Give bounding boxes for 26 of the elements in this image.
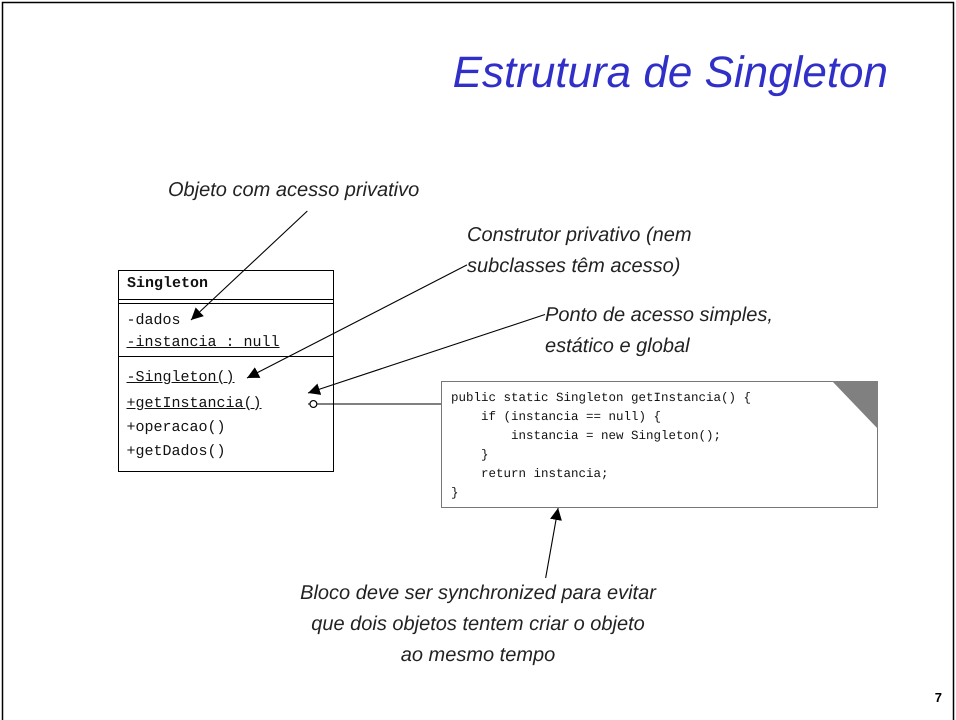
code-line: public static Singleton getInstancia() { [451,390,752,407]
class-member: +operacao() [126,416,276,438]
annotation-text: Ponto de acesso simples, estático e global [545,300,815,366]
class-box [118,270,334,472]
code-line: } [480,447,489,464]
code-line: instancia = new Singleton(); [510,428,722,445]
class-name: Singleton [127,275,208,292]
class-member: -dados [126,310,190,330]
arrow [308,314,546,395]
class-member: +getInstancia() [126,392,308,414]
arrow [190,210,308,320]
class-member: -instancia : null [126,332,292,354]
annotation-text: Bloco deve ser synchronized para evitar que dois objetos tentem criar o objeto ao mesmo tempo [300,578,656,674]
code-line: } [451,485,459,502]
arrow [545,508,562,578]
annotation-text: Objeto com acesso privativo [168,175,436,211]
slide-title: Estrutura de Singleton [452,48,888,98]
arrow [246,264,468,378]
code-line: return instancia; [480,466,609,483]
connector-line [308,400,441,408]
code-line: if (instancia == null) { [480,409,662,426]
class-member: -Singleton() [126,366,246,388]
code-note [441,381,878,508]
class-member: +getDados() [126,440,276,462]
page-number: 7 [934,690,942,705]
annotation-text: Construtor privativo (nem subclasses têm acesso) [467,220,737,286]
